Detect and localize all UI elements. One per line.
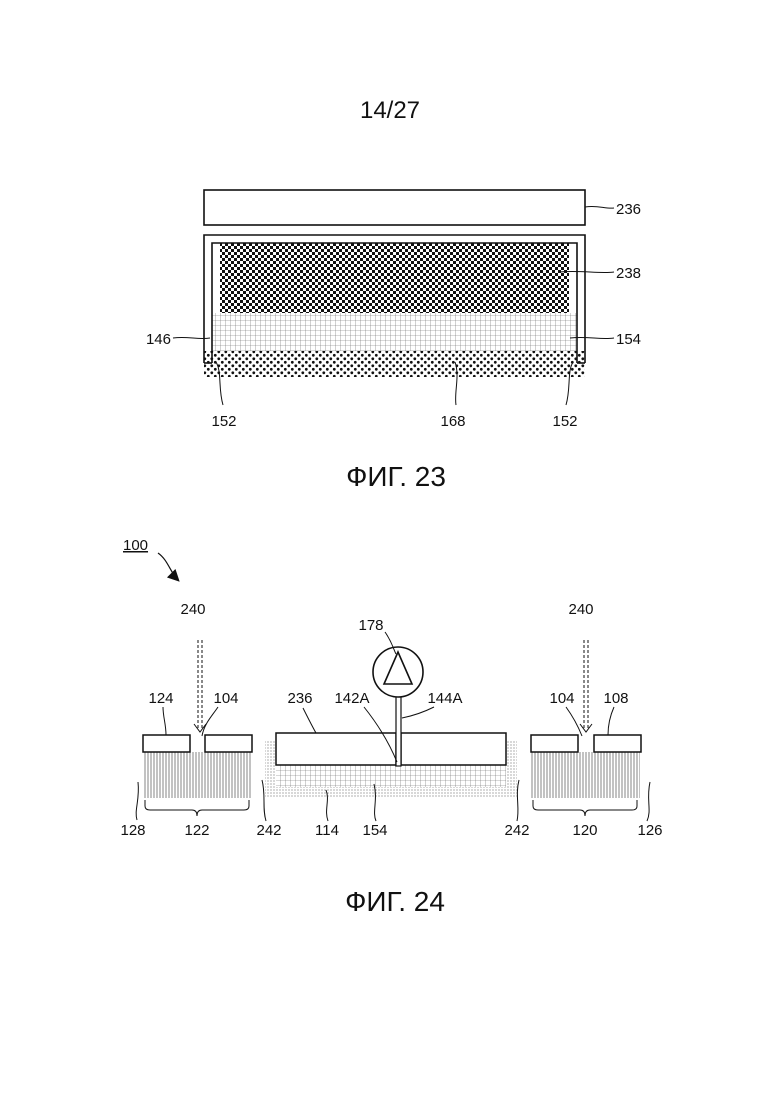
label-142A: 142A	[334, 690, 369, 707]
label-104-left: 104	[213, 690, 238, 707]
label-152-right: 152	[552, 413, 577, 430]
leader-104-right	[566, 707, 582, 736]
label-236: 236	[616, 201, 641, 218]
label-124: 124	[148, 690, 173, 707]
leader-144A	[402, 707, 434, 718]
tube-144A	[396, 696, 401, 766]
label-238: 238	[616, 265, 641, 282]
label-168: 168	[440, 413, 465, 430]
block-104-left	[205, 735, 252, 752]
leader-242-right	[517, 780, 519, 821]
label-154: 154	[362, 822, 387, 839]
plate-236-left	[276, 733, 396, 765]
bristles-122	[143, 752, 251, 798]
label-152-left: 152	[211, 413, 236, 430]
leader-108	[608, 707, 614, 735]
layer-238-checker	[220, 243, 569, 313]
bristles-120	[531, 752, 640, 798]
leader-128	[136, 782, 138, 820]
label-178: 178	[358, 617, 383, 634]
figure-23: 236 238 146 154 152 168 152 ФИГ. 23	[146, 190, 641, 492]
label-100: 100	[123, 537, 148, 554]
label-122: 122	[184, 822, 209, 839]
label-128: 128	[120, 822, 145, 839]
label-242-right: 242	[504, 822, 529, 839]
label-242-left: 242	[256, 822, 281, 839]
block-104-right	[531, 735, 578, 752]
brace-120	[533, 800, 637, 816]
leader-126	[647, 782, 650, 821]
brace-122	[145, 800, 249, 816]
layer-168-dots	[204, 351, 585, 377]
label-126: 126	[637, 822, 662, 839]
arrow-100	[158, 553, 178, 580]
label-114: 114	[315, 822, 339, 839]
label-104-right: 104	[549, 690, 574, 707]
page-number: 14/27	[360, 97, 420, 124]
figure-24: 100	[120, 537, 662, 917]
leader-236	[585, 206, 614, 208]
label-154: 154	[616, 331, 641, 348]
pump-178	[373, 647, 423, 697]
label-236: 236	[287, 690, 312, 707]
leader-104-left	[202, 707, 218, 736]
caption-fig-24: ФИГ. 24	[345, 886, 445, 917]
caption-fig-23: ФИГ. 23	[346, 461, 446, 492]
leader-236	[303, 708, 316, 733]
layer-154-grid	[212, 313, 577, 351]
label-108: 108	[603, 690, 628, 707]
label-120: 120	[572, 822, 597, 839]
label-144A: 144A	[427, 690, 462, 707]
leader-124	[163, 707, 166, 735]
block-108	[594, 735, 641, 752]
lid-236	[204, 190, 585, 225]
label-146: 146	[146, 331, 171, 348]
air-flow-right-head	[580, 724, 592, 732]
block-124	[143, 735, 190, 752]
plate-236-right	[401, 733, 506, 765]
layer-154-grid	[276, 765, 506, 787]
label-240-left: 240	[180, 601, 205, 618]
label-240-right: 240	[568, 601, 593, 618]
